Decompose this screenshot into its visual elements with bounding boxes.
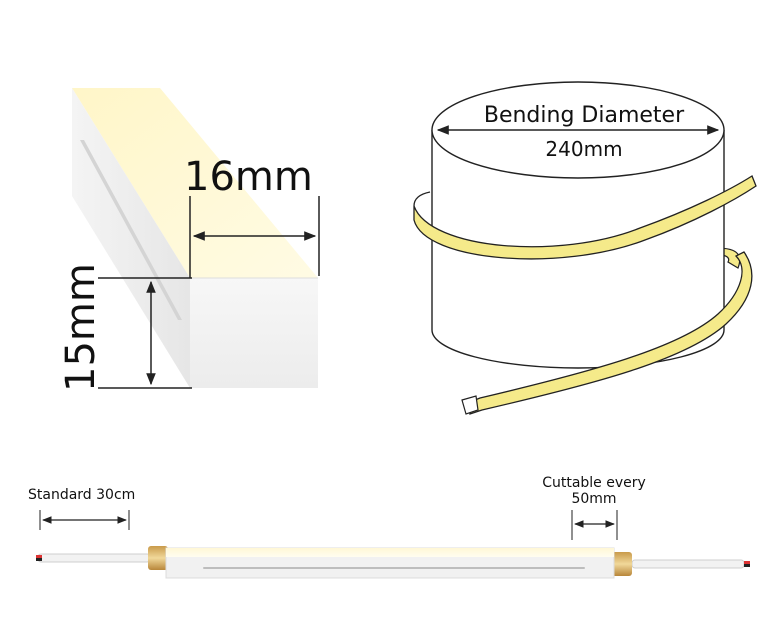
neon-profile-illustration — [72, 88, 318, 388]
left-wire-black — [36, 558, 42, 561]
led-strip-illustration: Standard 30cm Cuttable every 50mm — [28, 475, 750, 579]
bending-value: 240mm — [545, 137, 622, 161]
right-connector — [612, 552, 632, 576]
left-cable — [37, 553, 151, 563]
right-wire-red — [744, 561, 750, 564]
profile-top-face — [72, 88, 318, 278]
cut-label-line1: Cuttable every — [542, 475, 646, 491]
right-cable — [631, 559, 745, 569]
strip-light-face — [166, 548, 614, 557]
profile-front-face — [190, 278, 318, 388]
strip-lower-descend — [469, 251, 753, 415]
width-dimension: 16mm — [184, 154, 320, 278]
cut-label-line2: 50mm — [571, 491, 616, 507]
strip-upper-wrap — [413, 175, 757, 260]
left-connector — [148, 546, 168, 570]
height-label: 15mm — [58, 263, 104, 392]
standard-length-label: Standard 30cm — [28, 487, 135, 503]
right-wire-black — [744, 564, 750, 567]
left-wire-red — [36, 555, 42, 558]
height-dimension: 15mm — [58, 263, 192, 392]
bending-title: Bending Diameter — [484, 103, 685, 128]
bending-illustration: Bending Diameter 240mm — [413, 81, 757, 415]
strip-end-cap — [461, 395, 479, 415]
profile-side-groove — [80, 140, 182, 320]
profile-side-face — [72, 88, 190, 388]
width-label: 16mm — [184, 154, 313, 200]
